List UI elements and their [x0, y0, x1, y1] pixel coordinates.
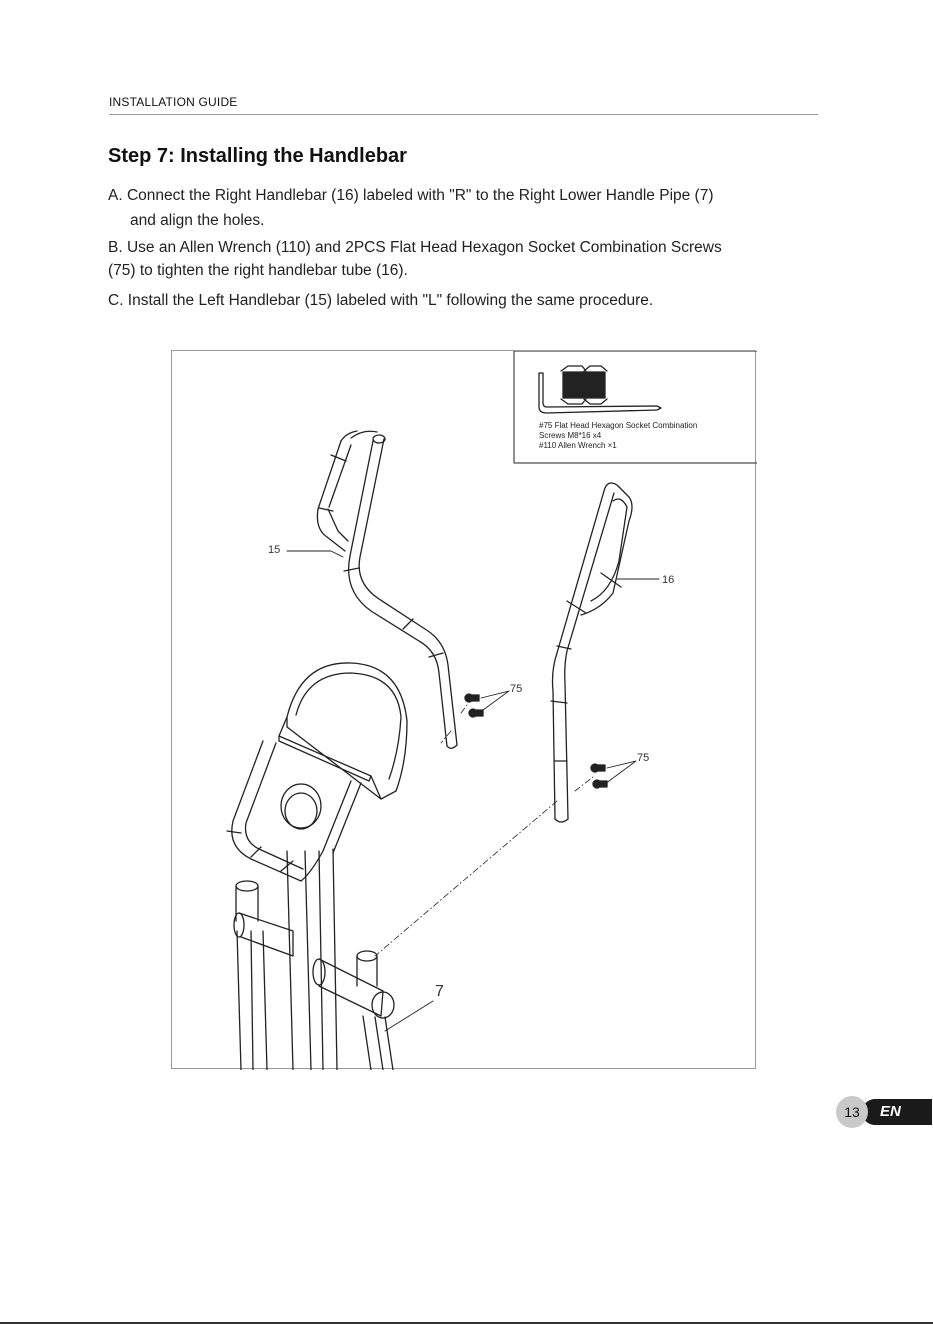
step-title: Step 7: Installing the Handlebar	[108, 145, 407, 167]
header-divider	[109, 114, 818, 115]
instruction-b-line1: B. Use an Allen Wrench (110) and 2PCS Fl…	[108, 239, 722, 256]
lower-pipes-drawing	[233, 880, 395, 1070]
callout-16: 16	[662, 574, 675, 586]
right-handlebar-drawing	[550, 482, 633, 823]
page-badge: EN 13	[836, 1096, 932, 1128]
assembly-drawing	[226, 351, 757, 1070]
instruction-a-line2: and align the holes.	[130, 212, 265, 229]
bottom-divider	[0, 1322, 933, 1324]
instruction-b-line2: (75) to tighten the right handlebar tube…	[108, 262, 408, 279]
hardware-line2: Screws M8*16 x4	[539, 431, 602, 440]
screws-left-icon	[464, 693, 484, 718]
allen-wrench-icon	[538, 372, 662, 414]
hardware-line3: #110 Allen Wrench ×1	[539, 441, 617, 450]
console-drawing	[226, 662, 408, 1070]
assembly-diagram: #75 Flat Head Hexagon Socket Combination…	[171, 350, 757, 1070]
screw-pair-icon	[560, 365, 608, 405]
language-tag: EN	[862, 1099, 932, 1125]
callout-75-left: 75	[510, 683, 523, 695]
leader-lines	[286, 550, 660, 1032]
instruction-a-line1: A. Connect the Right Handlebar (16) labe…	[108, 187, 714, 204]
callout-7: 7	[435, 983, 444, 1000]
section-label: INSTALLATION GUIDE	[109, 95, 238, 109]
left-handlebar-drawing	[316, 430, 458, 749]
screws-right-icon	[590, 763, 608, 789]
hardware-line1: #75 Flat Head Hexagon Socket Combination	[539, 421, 698, 430]
hardware-list: #75 Flat Head Hexagon Socket Combination…	[539, 421, 754, 451]
hardware-box-frame	[513, 351, 757, 464]
callout-15: 15	[268, 544, 281, 556]
callout-75-right: 75	[637, 752, 650, 764]
instruction-c-line1: C. Install the Left Handlebar (15) label…	[108, 292, 654, 309]
page-number: 13	[836, 1096, 868, 1128]
alignment-lines	[374, 704, 594, 957]
